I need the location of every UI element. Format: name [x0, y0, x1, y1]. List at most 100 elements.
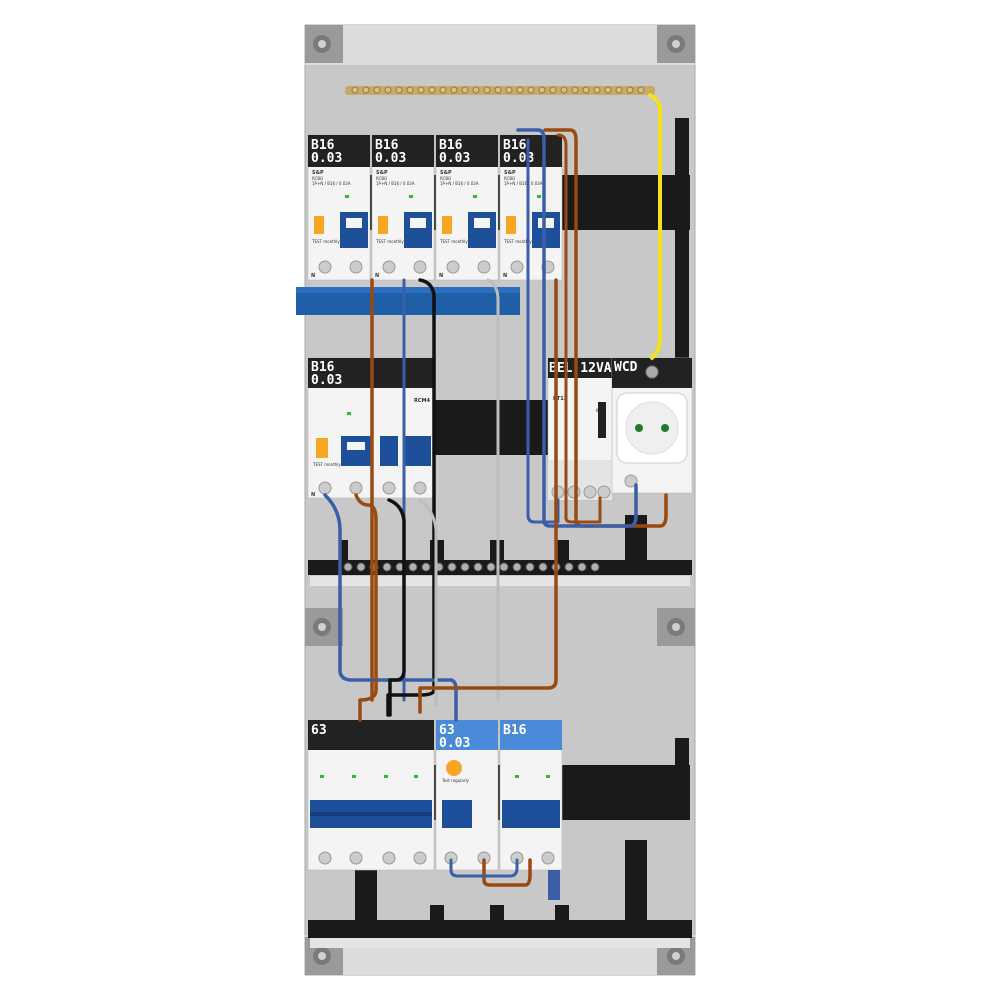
mcb-rating: B16 [503, 723, 527, 738]
earth-screw-8 [428, 86, 436, 94]
rcbo-4-test-button[interactable] [506, 216, 516, 234]
rcbo-2-handle[interactable] [404, 212, 432, 248]
row2-rcbo-model: RCM4 [414, 398, 430, 404]
row2-rcbo-handle-1[interactable] [341, 436, 371, 466]
wire-black-row2 [387, 498, 406, 717]
earth-screw-11 [461, 86, 469, 94]
wire-grey-row2 [418, 498, 438, 707]
rcbo-module-3: B16 0.03 S&P RCBO 1P+N / B16 / 0.03A TES… [435, 134, 499, 281]
terminal-strip-middle [343, 562, 600, 572]
rcbo-3-rating: B16 [439, 138, 463, 153]
rcbo-4-test-label: TEST monthly [503, 239, 532, 244]
socket-label: WCD [614, 360, 638, 375]
earth-screw-14 [494, 86, 502, 94]
mid-terminal-screw-10 [460, 562, 470, 572]
mounting-bracket-mid-right [657, 608, 695, 646]
wire-black-rcbo2 [386, 278, 436, 717]
rcbo-module-2: B16 0.03 S&P RCBO 1P+N / B16 / 0.03A TES… [371, 134, 435, 281]
row2-rcbo-test-label: TEST monthly [312, 462, 341, 467]
mid-terminal-screw-20 [590, 562, 600, 572]
earth-screw-6 [406, 86, 414, 94]
rcbo-4-brand: S&P [504, 170, 516, 176]
din-socket-outlet: WCD [611, 357, 693, 494]
bell-transformer: BEL 12VA BT12 IP20 [547, 357, 613, 501]
rcd-module: 63 0.03 Test regularly [435, 719, 499, 871]
earth-screw-1 [351, 86, 359, 94]
rcbo-3-model: RCBO [440, 176, 451, 181]
mid-terminal-screw-2 [356, 562, 366, 572]
earth-screw-25 [615, 86, 623, 94]
mounting-bracket-top-left [305, 25, 343, 63]
rcbo-4-handle[interactable] [532, 212, 560, 248]
mid-terminal-screw-6 [408, 562, 418, 572]
wire-blue-2 [526, 138, 560, 524]
rcbo-2-model: RCBO [376, 176, 387, 181]
earth-screw-17 [527, 86, 535, 94]
rcbo-module-4: B16 0.03 S&P RCBO 1P+N / B16 / 0.03A TES… [499, 134, 563, 281]
wire-blue-row2-n [323, 493, 458, 722]
rcbo-2-brand: S&P [376, 170, 388, 176]
bell-transformer-label: BEL 12VA [549, 361, 612, 376]
row2-rcbo-handle-3[interactable] [405, 436, 431, 466]
earth-screw-5 [395, 86, 403, 94]
rcbo-4-model: RCBO [504, 176, 515, 181]
rcbo-3-handle[interactable] [468, 212, 496, 248]
rcbo-1-rating: B16 [311, 138, 335, 153]
mcb-handle[interactable] [502, 800, 560, 828]
rcd-rating: 63 [439, 723, 455, 738]
rcbo-1-spec: 1P+N / B16 / 0.03A [312, 181, 351, 186]
row2-rcbo-test-button[interactable] [316, 438, 328, 458]
rcbo-1-test-button[interactable] [314, 216, 324, 234]
mcb-module: B16 [499, 719, 563, 871]
rcbo-3-spec: 1P+N / B16 / 0.03A [440, 181, 479, 186]
mid-terminal-screw-4 [382, 562, 392, 572]
earth-screw-24 [604, 86, 612, 94]
rcbo-4-spec: 1P+N / B16 / 0.03A [504, 181, 543, 186]
rcbo-4-rating: B16 [503, 138, 527, 153]
rcbo-1-test-label: TEST monthly [311, 239, 340, 244]
mid-terminal-screw-11 [473, 562, 483, 572]
earth-screw-23 [593, 86, 601, 94]
earth-screw-7 [417, 86, 425, 94]
mid-terminal-screw-15 [525, 562, 535, 572]
mid-terminal-screw-12 [486, 562, 496, 572]
rcbo-1-brand: S&P [312, 170, 324, 176]
mid-terminal-screw-14 [512, 562, 522, 572]
rcbo-2-test-button[interactable] [378, 216, 388, 234]
row2-rcbo-handle-2[interactable] [380, 436, 398, 466]
earth-screw-13 [483, 86, 491, 94]
earth-screw-12 [472, 86, 480, 94]
rcbo-1-handle[interactable] [340, 212, 368, 248]
rcbo-3-test-button[interactable] [442, 216, 452, 234]
row2-rcbo-rating: B16 [311, 360, 335, 375]
rcd-handle[interactable] [442, 800, 472, 828]
mounting-bracket-top-right [657, 25, 695, 63]
rcbo-1-terminal-n: N [311, 273, 315, 279]
earth-screw-18 [538, 86, 546, 94]
earth-screw-3 [373, 86, 381, 94]
rcd-test-button[interactable] [446, 760, 462, 776]
rcbo-3-terminal-n: N [439, 273, 443, 279]
wire-blue-rcd-mcb [449, 858, 519, 878]
earth-screw-2 [362, 86, 370, 94]
earth-screw-20 [560, 86, 568, 94]
wire-earth-yellow [648, 93, 662, 360]
rcbo-1-sensitivity: 0.03 [311, 151, 342, 166]
earth-screw-4 [384, 86, 392, 94]
rcbo-4-sensitivity: 0.03 [503, 151, 534, 166]
earth-screw-19 [549, 86, 557, 94]
rcbo-3-sensitivity: 0.03 [439, 151, 470, 166]
wire-brown-long [418, 278, 558, 714]
rcbo-3-test-label: TEST monthly [439, 239, 468, 244]
wire-brown-row2 [354, 493, 378, 722]
main-switch: 63 [307, 719, 435, 871]
wire-brown-rcd-mcb [482, 858, 532, 887]
mid-terminal-screw-16 [538, 562, 548, 572]
earth-screw-15 [505, 86, 513, 94]
mid-terminal-screw-1 [343, 562, 353, 572]
rcbo-2-rating: B16 [375, 138, 399, 153]
mid-terminal-screw-18 [564, 562, 574, 572]
wire-grey-rcbo3 [486, 278, 500, 702]
row2-rcbo-terminal-n: N [311, 492, 315, 498]
